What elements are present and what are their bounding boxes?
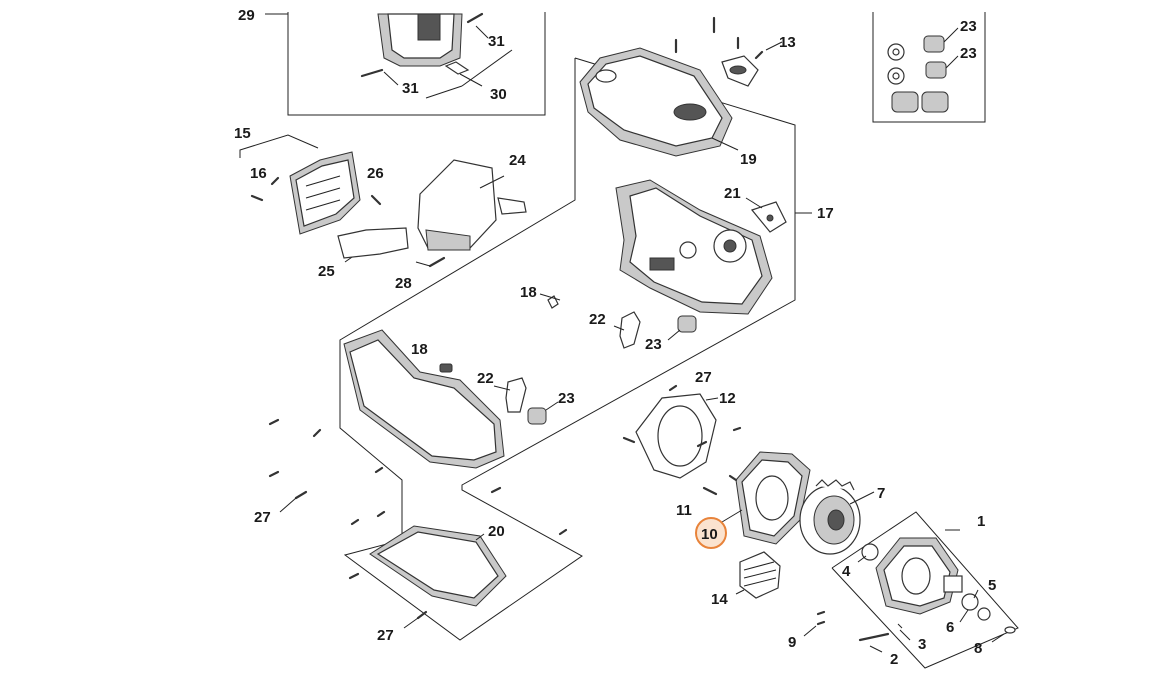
callout-25[interactable]: 25 <box>318 263 335 280</box>
callout-21[interactable]: 21 <box>724 185 741 202</box>
callout-16[interactable]: 16 <box>250 165 267 182</box>
callout-22-lower[interactable]: 22 <box>477 370 494 387</box>
callout-7[interactable]: 7 <box>877 485 885 502</box>
rear-handle-part <box>360 12 513 99</box>
callout-31-lower[interactable]: 31 <box>402 80 419 97</box>
side-housing: STIHL <box>343 329 559 469</box>
callout-29[interactable]: 29 <box>238 7 255 24</box>
callout-6[interactable]: 6 <box>946 619 954 636</box>
fan-cover-12 <box>622 384 742 479</box>
callout-20[interactable]: 20 <box>488 523 505 540</box>
callout-1[interactable]: 1 <box>977 513 985 530</box>
top-cover-19 <box>579 47 739 157</box>
callout-3[interactable]: 3 <box>918 636 926 653</box>
callout-24[interactable]: 24 <box>509 152 526 169</box>
mount-parts-upper <box>613 311 697 349</box>
callout-11[interactable]: 11 <box>676 502 692 519</box>
callout-18-lower[interactable]: 18 <box>411 341 428 358</box>
callout-30[interactable]: 30 <box>490 86 507 103</box>
callout-19[interactable]: 19 <box>740 151 757 168</box>
fan-housing-10 <box>702 451 811 545</box>
callout-10[interactable]: 10 <box>701 526 718 543</box>
flywheel-7 <box>799 479 875 555</box>
callout-23-upper[interactable]: 23 <box>645 336 662 353</box>
callout-27-right[interactable]: 27 <box>695 369 712 386</box>
callout-27-bottom[interactable]: 27 <box>377 627 394 644</box>
callout-15[interactable]: 15 <box>234 125 251 142</box>
callout-9[interactable]: 9 <box>788 634 796 651</box>
callout-8[interactable]: 8 <box>974 640 982 657</box>
damper-parts <box>887 27 959 113</box>
switch-parts <box>337 159 527 268</box>
callout-23-lower[interactable]: 23 <box>558 390 575 407</box>
callout-26[interactable]: 26 <box>367 165 384 182</box>
frame-lines <box>239 12 1019 669</box>
callout-2[interactable]: 2 <box>890 651 898 668</box>
callout-18-upper[interactable]: 18 <box>520 284 537 301</box>
bottom-cover-20 <box>369 525 507 607</box>
callout-31-upper[interactable]: 31 <box>488 33 505 50</box>
handle-cover-15 <box>250 151 361 235</box>
callout-4[interactable]: 4 <box>842 563 851 580</box>
callout-13[interactable]: 13 <box>779 34 796 51</box>
callout-23-second[interactable]: 23 <box>960 45 977 62</box>
engine-housing-17 <box>539 179 787 315</box>
callout-28[interactable]: 28 <box>395 275 412 292</box>
callout-12[interactable]: 12 <box>719 390 736 407</box>
callout-27-left[interactable]: 27 <box>254 509 271 526</box>
top-screws <box>674 16 783 87</box>
callout-23-top[interactable]: 23 <box>960 18 977 35</box>
callout-17[interactable]: 17 <box>817 205 834 222</box>
callout-14[interactable]: 14 <box>711 591 728 608</box>
highlight-ring <box>695 517 727 549</box>
callout-5[interactable]: 5 <box>988 577 996 594</box>
screws-27 <box>268 418 568 629</box>
callout-22-upper[interactable]: 22 <box>589 311 606 328</box>
filter-14 <box>735 551 781 599</box>
crankcase-1 <box>803 537 1016 653</box>
callout-labels: 29 31 31 30 23 23 13 19 21 17 15 16 26 2… <box>234 7 996 668</box>
